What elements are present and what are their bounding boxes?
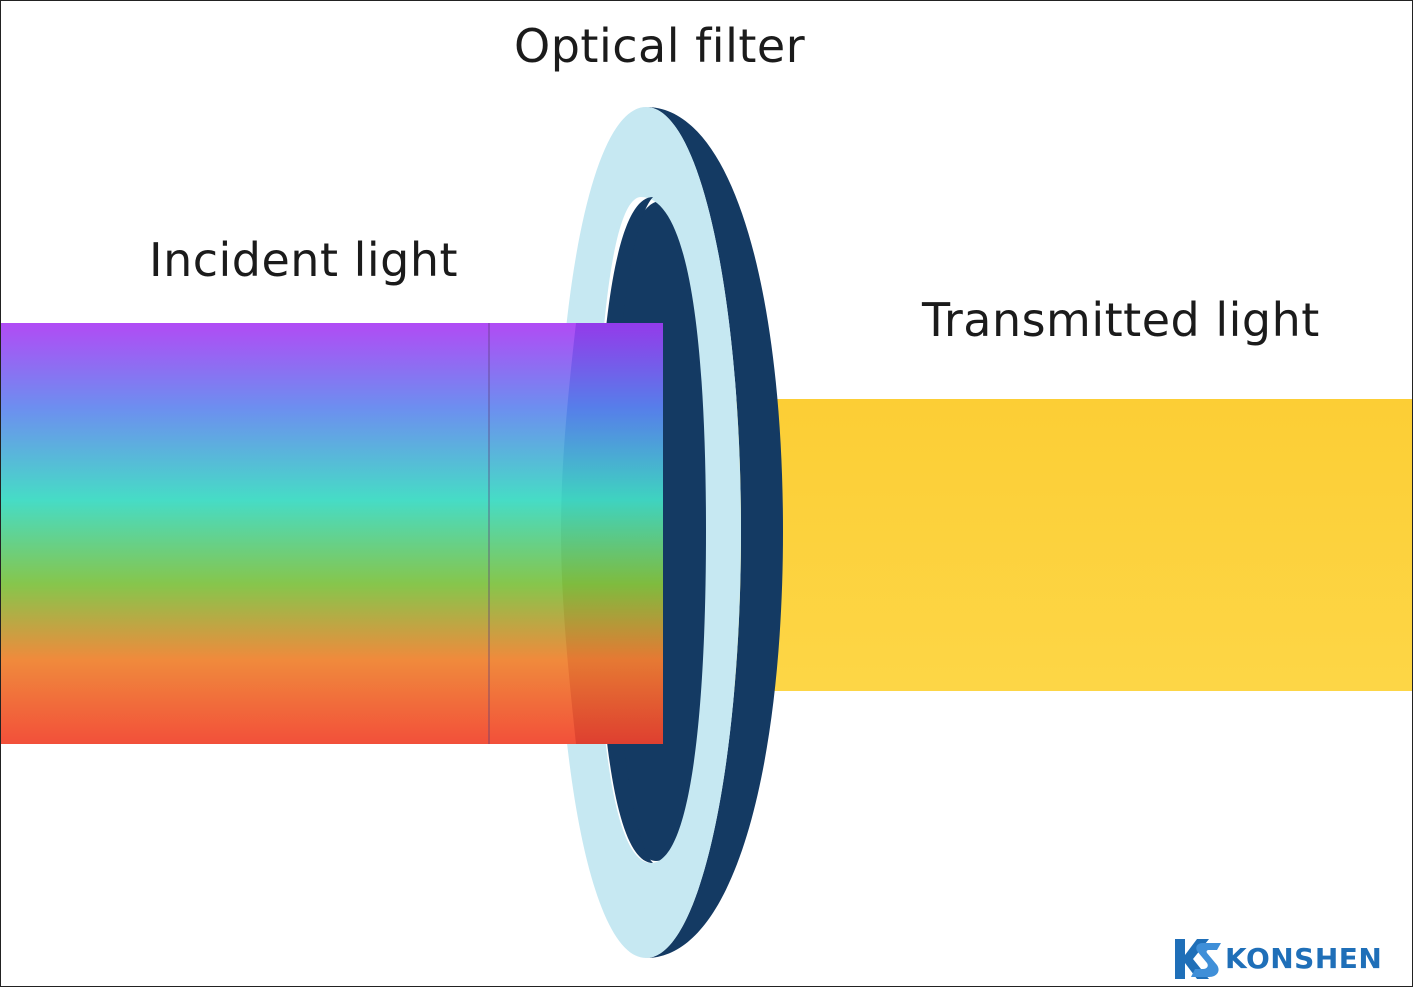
transmitted-light-beam bbox=[661, 399, 1412, 691]
optical-filter-label: Optical filter bbox=[514, 19, 806, 73]
konshen-emblem-icon bbox=[1175, 939, 1221, 979]
incident-light-label: Incident light bbox=[149, 233, 459, 287]
brand-logo: KONSHEN bbox=[1173, 937, 1382, 981]
incident-light-beam bbox=[1, 323, 663, 744]
brand-name: KONSHEN bbox=[1225, 942, 1383, 975]
filter-ring-face bbox=[556, 107, 741, 958]
incident-beam-through-filter bbox=[561, 323, 663, 744]
transmitted-light-label: Transmitted light bbox=[922, 293, 1320, 347]
filter-ring-edge bbox=[604, 107, 783, 958]
